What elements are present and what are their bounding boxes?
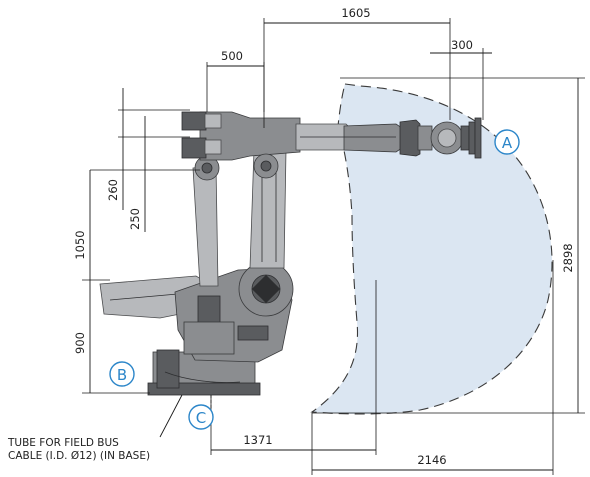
callout-c: C bbox=[188, 404, 214, 430]
dim-2146-label: 2146 bbox=[417, 453, 446, 467]
dim-300-label: 300 bbox=[451, 38, 473, 52]
workspace-envelope bbox=[310, 83, 553, 415]
callout-a: A bbox=[494, 129, 520, 155]
dim-500-label: 500 bbox=[221, 49, 243, 63]
dim-260-label: 260 bbox=[106, 179, 120, 201]
callout-c-label: C bbox=[196, 409, 206, 427]
callout-a-label: A bbox=[502, 134, 513, 152]
callout-b-label: B bbox=[117, 366, 127, 384]
dim-2898-label: 2898 bbox=[561, 243, 575, 272]
robot-illustration bbox=[99, 111, 482, 396]
dim-1605-label: 1605 bbox=[341, 6, 370, 20]
note-leader-line bbox=[159, 394, 183, 438]
dim-250-label: 250 bbox=[128, 208, 142, 230]
field-bus-note-line2: CABLE (I.D. Ø12) (IN BASE) bbox=[8, 450, 150, 462]
dim-1371-label: 1371 bbox=[243, 433, 272, 447]
callout-b: B bbox=[109, 361, 135, 387]
dim-1050-label: 1050 bbox=[73, 230, 87, 259]
dim-900-label: 900 bbox=[73, 332, 87, 354]
field-bus-note-line1: TUBE FOR FIELD BUS bbox=[7, 437, 119, 449]
